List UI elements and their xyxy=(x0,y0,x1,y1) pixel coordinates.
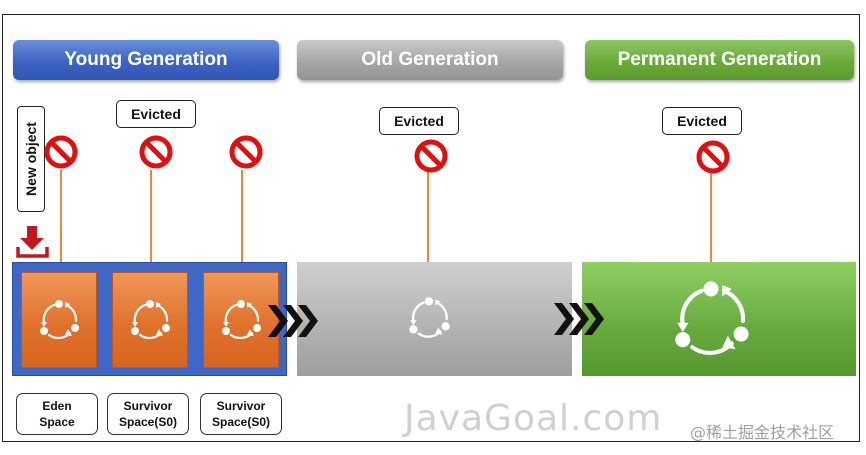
eden-space-label: Eden Space xyxy=(16,393,98,435)
eden-space-box xyxy=(21,272,97,368)
prohibited-icon xyxy=(229,135,263,169)
prohibited-icon xyxy=(696,140,730,174)
prohibited-icon xyxy=(44,135,78,169)
new-object-label-box: New object xyxy=(17,106,45,212)
evicted-label-permanent: Evicted xyxy=(662,107,742,135)
eden-label-line1: Eden xyxy=(42,399,72,413)
survivor-s0-space-box xyxy=(112,272,188,368)
prohibited-icon xyxy=(139,135,173,169)
connector-line-old xyxy=(427,172,429,262)
recycle-cycle-icon xyxy=(409,297,450,338)
permanent-generation-panel xyxy=(582,262,856,376)
young-generation-header: Young Generation xyxy=(13,40,279,80)
recycle-cycle-icon xyxy=(131,300,170,340)
survivor-s0-label-line2: Space(S0) xyxy=(118,415,178,429)
permanent-generation-header: Permanent Generation xyxy=(585,40,854,80)
brand-watermark: JavaGoal.com xyxy=(404,398,663,439)
connector-line-s1 xyxy=(241,170,243,274)
recycle-cycle-icon xyxy=(222,300,261,340)
evicted-label-young: Evicted xyxy=(116,100,196,128)
connector-line-permanent xyxy=(710,172,712,262)
survivor-s1-space-box xyxy=(203,272,279,368)
platform-watermark: @稀土掘金技术社区 xyxy=(690,423,835,442)
new-object-label: New object xyxy=(23,122,39,196)
recycle-cycle-icon xyxy=(40,300,79,340)
prohibited-icon xyxy=(414,139,448,173)
old-generation-header: Old Generation xyxy=(297,40,563,80)
connector-line-eden xyxy=(60,170,62,274)
survivor-s1-label-line1: Survivor xyxy=(216,399,266,413)
survivor-s0-label: Survivor Space(S0) xyxy=(107,393,189,435)
survivor-s1-label: Survivor Space(S0) xyxy=(200,393,282,435)
evicted-label-old: Evicted xyxy=(379,107,459,135)
connector-line-s0 xyxy=(150,170,152,274)
old-generation-panel xyxy=(297,262,572,376)
chevron-right-triple-icon xyxy=(268,305,318,337)
survivor-s1-label-line2: Space(S0) xyxy=(211,415,271,429)
download-tray-icon xyxy=(16,226,49,258)
survivor-s0-label-line1: Survivor xyxy=(123,399,173,413)
eden-label-line2: Space xyxy=(39,415,75,429)
chevron-right-triple-icon xyxy=(554,303,604,335)
recycle-cycle-icon xyxy=(675,281,749,355)
